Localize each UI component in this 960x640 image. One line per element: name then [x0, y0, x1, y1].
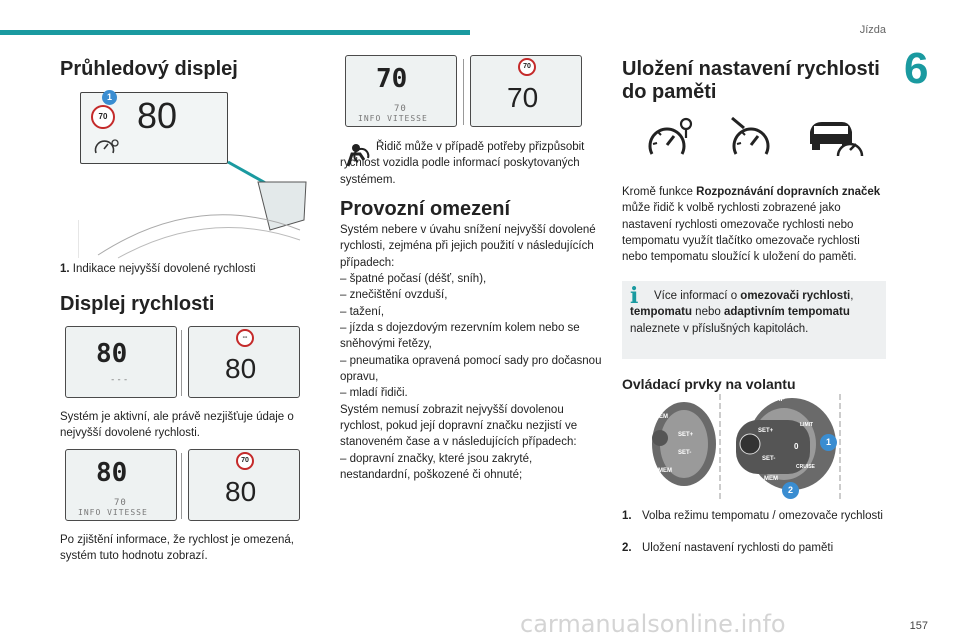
info-box: i Více informací o omezovači rychlosti, … — [622, 281, 886, 359]
display-speed: 70 — [507, 82, 539, 113]
label-set-minus: SET- — [762, 456, 776, 462]
text-run: může řidič k volbě rychlosti zobrazené j… — [622, 202, 860, 264]
display-small-text: --- — [110, 375, 130, 385]
limits-list-item: – pneumatika opravená pomocí sady pro do… — [340, 354, 602, 383]
limits-list-item: – špatné počasí (déšť, sníh), — [340, 272, 487, 285]
limits-paragraph-2: Systém nemusí zobrazit nejvyšší dovoleno… — [340, 403, 578, 449]
label-gap: GAP — [770, 396, 786, 403]
paragraph-detected: Po zjištění informace, že rychlost je om… — [60, 534, 294, 563]
stalk-drawing — [652, 394, 841, 500]
speed-display-left-1: 80 --- — [65, 326, 177, 398]
legend-num: 1. — [622, 510, 632, 522]
text-run: , — [850, 290, 854, 302]
display-small-value: 70 — [114, 498, 127, 508]
label-mem: MEM — [658, 468, 672, 474]
legend-text: Volba režimu tempomatu / omezovače rychl… — [642, 510, 883, 522]
speed-display-right-1: -- 80 — [188, 326, 300, 398]
legend-num: 2. — [622, 542, 632, 554]
display-speed: 80 — [225, 353, 257, 384]
label-zero: 0 — [794, 442, 799, 451]
speed-limiter-icon — [94, 139, 119, 154]
driver-steering-icon — [346, 144, 370, 167]
section-title-hud: Průhledový displej — [60, 58, 238, 80]
limits-list-item: – dopravní značky, které jsou zakryté, n… — [340, 452, 533, 481]
limits-list-item: – tažení, — [340, 305, 385, 318]
text-bold: tempomatu — [630, 306, 692, 319]
display-speed: 80 — [96, 458, 128, 488]
header-accent-bar — [0, 30, 470, 35]
speed-limit-sign: -- — [236, 329, 254, 347]
adaptive-cruise-icon — [810, 122, 864, 157]
speed-limiter-icon — [648, 117, 693, 155]
section-subtitle-controls: Ovládací prvky na volantu — [622, 376, 796, 392]
display-speed: 80 — [225, 476, 257, 507]
section-title-speed-display: Displej rychlosti — [60, 293, 215, 315]
speed-display-left-2: 80 70 INFO VITESSE — [65, 449, 177, 521]
label-limit: LIMIT — [800, 422, 814, 428]
speed-limit-sign: 70 — [236, 452, 254, 470]
page-number: 157 — [909, 620, 928, 632]
display-small-text: INFO VITESSE — [358, 114, 428, 123]
speed-display-right-2: 70 80 — [188, 449, 300, 521]
display-speed: 70 — [376, 64, 408, 94]
speed-limit-sign: 70 — [91, 105, 115, 129]
controls-legend-item-2: 2. Uložení nastavení rychlosti do paměti — [622, 540, 884, 556]
callout-badge-1: 1 — [820, 434, 837, 451]
callout-badge-2: 2 — [782, 482, 799, 499]
limits-list-item: – jízda s dojezdovým rezervním kolem neb… — [340, 321, 580, 351]
windshield-drawing — [78, 160, 307, 259]
hud-screen: 70 80 — [80, 92, 228, 164]
display-small-value: 70 — [394, 104, 407, 114]
divider — [181, 330, 182, 396]
legend-text: Indikace nejvyšší dovolené rychlosti — [72, 263, 256, 275]
speed-display-right-3: 70 70 — [470, 55, 582, 127]
label-set-minus: SET- — [678, 450, 692, 456]
callout-badge-1: 1 — [102, 90, 117, 105]
driver-note: Řidič může v případě potřeby přizpůsobit… — [340, 141, 585, 186]
info-icon: i — [630, 283, 639, 309]
speed-limit-sign: 70 — [518, 58, 536, 76]
info-text: Více informací o omezovači rychlosti, te… — [630, 288, 880, 337]
label-set-plus: SET+ — [758, 428, 774, 434]
chapter-number: 6 — [904, 44, 929, 93]
watermark: carmanualsonline.info — [520, 610, 786, 638]
controls-legend-item-1: 1. Volba režimu tempomatu / omezovače ryc… — [622, 508, 884, 524]
memorise-paragraph: Kromě funkce Rozpoznávání dopravních zna… — [622, 184, 884, 266]
legend-text: Uložení nastavení rychlosti do paměti — [642, 542, 834, 554]
display-speed: 80 — [96, 339, 128, 369]
section-title-limits: Provozní omezení — [340, 198, 511, 220]
limits-intro: Systém nebere v úvahu snížení nejvyšší d… — [340, 224, 596, 269]
label-mem: MEM — [654, 414, 668, 420]
label-cruise: CRUISE — [796, 464, 815, 470]
limits-text: Systém nebere v úvahu snížení nejvyšší d… — [340, 222, 602, 483]
display-small-text: INFO VITESSE — [78, 508, 148, 517]
paragraph-inactive: Systém je aktivní, ale právě nezjišťuje … — [60, 411, 294, 440]
speed-display-left-3: 70 70 INFO VITESSE — [345, 55, 457, 127]
cruise-control-icon — [731, 116, 770, 155]
chapter-label: Jízda — [859, 24, 886, 36]
hud-illustration: 70 80 1 — [78, 90, 308, 260]
text-run: Kromě funkce — [622, 186, 697, 198]
legend-num: 1. — [60, 263, 70, 275]
text-bold: adaptivním tempomatu — [723, 306, 850, 319]
divider — [181, 453, 182, 519]
section-title-memorise: Uložení nastavení rychlosti do paměti — [622, 58, 880, 103]
text-run: Více informací o — [654, 290, 741, 302]
legend-item-1: 1. Indikace nejvyšší dovolené rychlosti — [60, 261, 310, 277]
text-bold: Rozpoznávání dopravních značek — [696, 186, 881, 198]
text-bold: omezovači rychlosti — [740, 290, 851, 302]
divider — [463, 59, 464, 125]
hud-speed: 80 — [137, 95, 178, 136]
steering-controls-illustration: MEM SET+ SET- MEM GAP SET+ SET- MEM LIMI… — [644, 394, 872, 500]
limits-list-item: – mladí řidiči. — [340, 387, 408, 400]
label-mem: MEM — [764, 476, 778, 482]
limits-list-item: – znečištění ovzduší, — [340, 289, 448, 302]
text-run: naleznete v příslušných kapitolách. — [630, 322, 809, 335]
label-set-plus: SET+ — [678, 432, 694, 438]
text-run: nebo — [691, 306, 724, 319]
